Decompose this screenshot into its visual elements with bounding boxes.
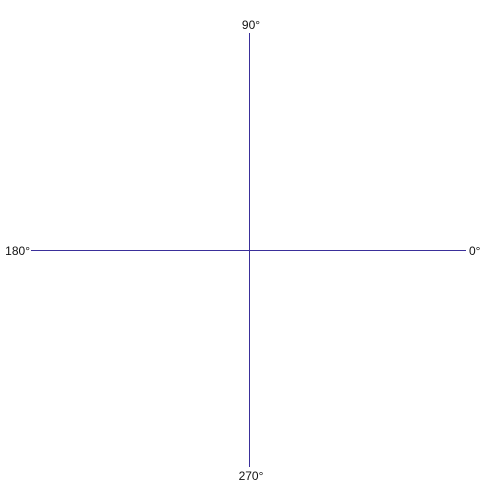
label-90-degrees: 90° xyxy=(242,18,260,32)
label-180-degrees: 180° xyxy=(5,244,30,258)
label-0-degrees: 0° xyxy=(469,244,481,258)
label-270-degrees: 270° xyxy=(239,469,264,483)
